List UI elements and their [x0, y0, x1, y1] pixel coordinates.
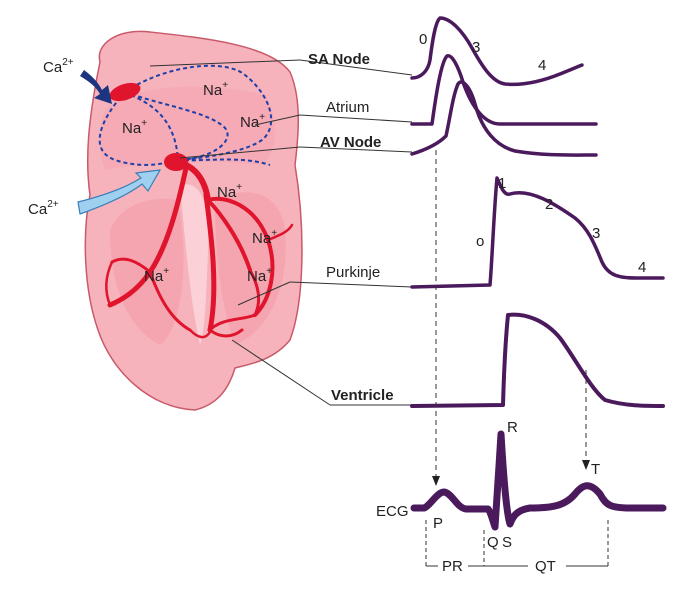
action-potential-traces: [410, 16, 667, 531]
na-label: Na+: [217, 182, 242, 201]
purkinje-network: [105, 159, 294, 339]
heart: [77, 30, 303, 411]
na-label: Na+: [144, 266, 169, 285]
ecg-trace: [410, 430, 667, 531]
phase-purkinje-3: 3: [592, 225, 600, 242]
av-node-trace: [410, 80, 598, 157]
phase-sa-4: 4: [538, 57, 546, 74]
phase-sa-3: 3: [472, 39, 480, 56]
sa-node: [109, 82, 141, 102]
label-ventricle: Ventricle: [331, 387, 394, 404]
na-label: Na+: [252, 228, 277, 247]
ecg-label: ECG: [376, 503, 409, 520]
ecg-interval-qt: QT: [535, 558, 556, 575]
label-sa-node: SA Node: [308, 51, 370, 68]
phase-sa-0: 0: [419, 31, 427, 48]
leader-lines: [149, 59, 413, 406]
phase-purkinje-1: 1: [498, 175, 506, 192]
label-atrium: Atrium: [326, 99, 369, 116]
na-label: Na+: [203, 80, 228, 99]
timing-guides: [425, 150, 609, 567]
label-av-node: AV Node: [320, 134, 381, 151]
ventricle-trace: [410, 312, 665, 408]
ecg-wave-s: S: [502, 534, 512, 551]
na-label: Na+: [240, 112, 265, 131]
ca-arrow-dark: [80, 70, 112, 104]
ecg-wave-p: P: [433, 515, 443, 532]
atrium-trace: [410, 54, 598, 126]
ecg-interval-pr: PR: [442, 558, 463, 575]
ecg-wave-q: Q: [487, 534, 499, 551]
ca-label-bottom: Ca2+: [28, 199, 59, 218]
septum-highlight: [180, 184, 209, 345]
phase-purkinje-0: o: [476, 233, 484, 250]
phase-purkinje-4: 4: [638, 259, 646, 276]
na-label: Na+: [247, 266, 272, 285]
ca-arrow-light: [77, 169, 162, 215]
na-label: Na+: [122, 118, 147, 137]
atrium-highlight: [99, 86, 276, 170]
label-purkinje: Purkinje: [326, 264, 380, 281]
sa-node-trace: [410, 16, 584, 87]
ecg-wave-r: R: [507, 419, 518, 436]
phase-purkinje-2: 2: [545, 196, 553, 213]
ecg-wave-t: T: [591, 461, 600, 478]
purkinje-trace: [410, 176, 665, 289]
ca-label-top: Ca2+: [43, 57, 74, 76]
